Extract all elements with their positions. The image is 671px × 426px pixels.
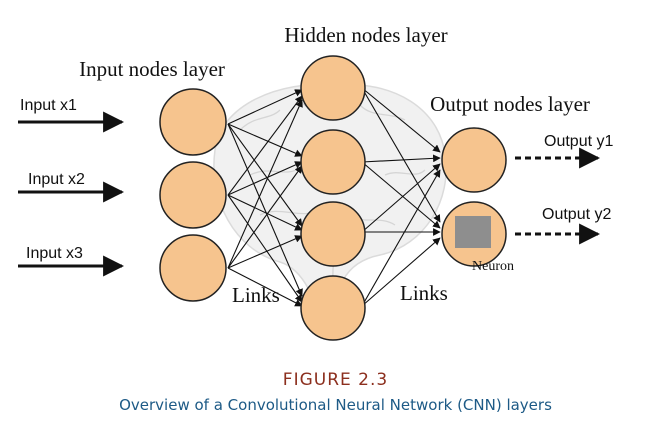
- output-label-y2: Output y2: [542, 206, 611, 223]
- input-node: [159, 88, 227, 156]
- input-node: [159, 161, 227, 229]
- input-layer-title: Input nodes layer: [79, 57, 225, 81]
- input-layer-nodes: [159, 88, 227, 302]
- neuron-label: Neuron: [472, 259, 514, 274]
- input-label-x1: Input x1: [20, 97, 77, 114]
- links-label-right: Links: [400, 281, 448, 305]
- hidden-node: [300, 201, 366, 267]
- output-layer-title: Output nodes layer: [430, 92, 590, 116]
- input-node: [159, 234, 227, 302]
- hidden-layer-nodes: [300, 55, 366, 341]
- connection-links: [227, 87, 441, 307]
- input-label-x3: Input x3: [26, 245, 83, 262]
- hidden-node: [300, 129, 366, 195]
- output-arrows: [515, 147, 601, 245]
- hidden-layer-title: Hidden nodes layer: [284, 23, 447, 47]
- hidden-node: [300, 275, 366, 341]
- neural-network-diagram: Hidden nodes layer Input nodes layer Out…: [18, 23, 613, 341]
- links-label-left: Links: [232, 283, 280, 307]
- output-label-y1: Output y1: [544, 133, 613, 150]
- output-node: [441, 127, 507, 193]
- input-label-x2: Input x2: [28, 171, 85, 188]
- figure-number: FIGURE 2.3: [282, 370, 389, 390]
- input-arrows: [18, 111, 125, 277]
- figure-caption: Overview of a Convolutional Neural Netwo…: [119, 396, 552, 414]
- neuron-box: [455, 216, 491, 248]
- hidden-node: [300, 55, 366, 121]
